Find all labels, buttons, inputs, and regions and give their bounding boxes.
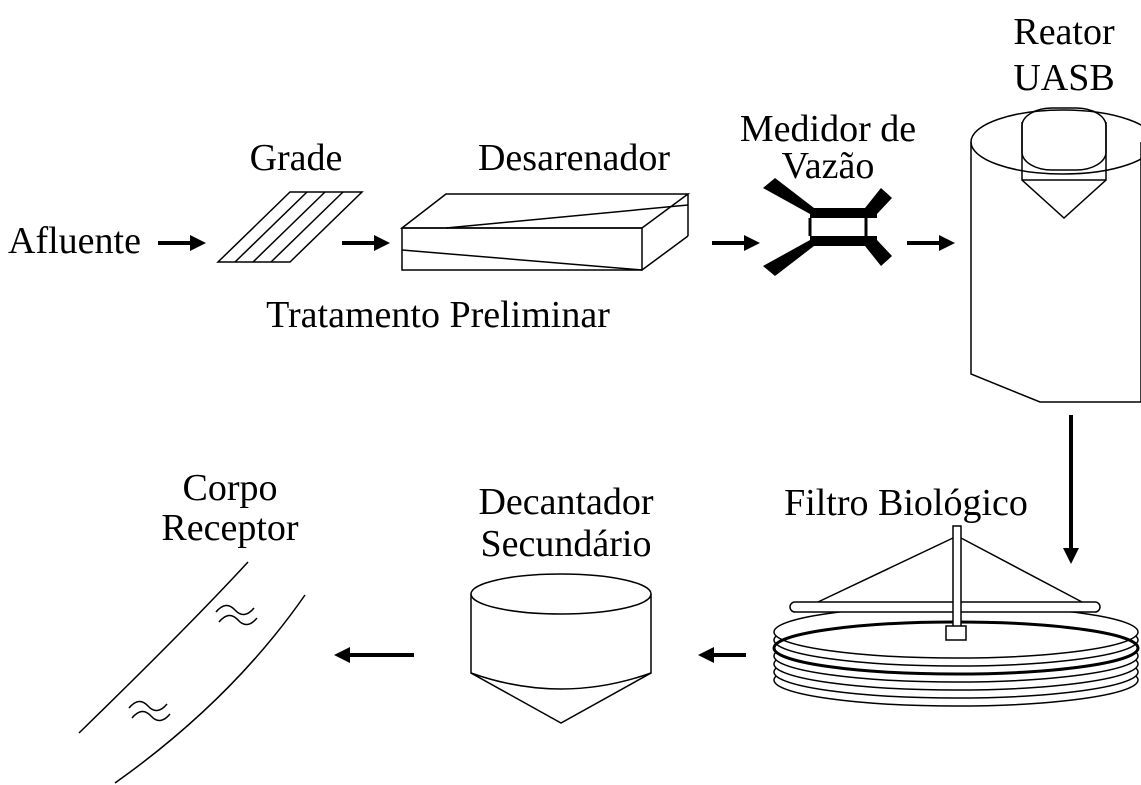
corpo-receptor-label-line1: Corpo (183, 467, 278, 509)
filtro-biologico-icon (772, 525, 1140, 707)
afluente-label: Afluente (8, 220, 141, 262)
flow-arrows (158, 235, 1079, 663)
filtro-biologico-label: Filtro Biológico (784, 482, 1028, 524)
tratamento-preliminar-label: Tratamento Preliminar (266, 294, 610, 336)
reator-uasb-icon (970, 107, 1141, 403)
wave-icon (218, 614, 258, 626)
decantador-label-line1: Decantador (478, 481, 653, 523)
desarenador-label: Desarenador (478, 137, 670, 179)
medidor-label-line2: Vazão (782, 145, 875, 187)
decantador-secundario-icon (470, 573, 652, 724)
desarenador-icon (399, 193, 691, 271)
corpo-receptor-icon (78, 561, 306, 784)
corpo-receptor-label-line2: Receptor (161, 507, 299, 549)
grade-label: Grade (250, 137, 343, 179)
reator-label-line2: UASB (1013, 57, 1114, 99)
medidor-label-line1: Medidor de (740, 108, 916, 150)
wave-icon (131, 710, 171, 722)
medidor-vazao-icon (763, 178, 892, 276)
wave-icon (215, 604, 255, 616)
decantador-label-line2: Secundário (481, 523, 652, 565)
grade-icon (216, 191, 364, 263)
wave-icon (128, 700, 168, 712)
reator-label-line1: Reator (1013, 11, 1115, 53)
